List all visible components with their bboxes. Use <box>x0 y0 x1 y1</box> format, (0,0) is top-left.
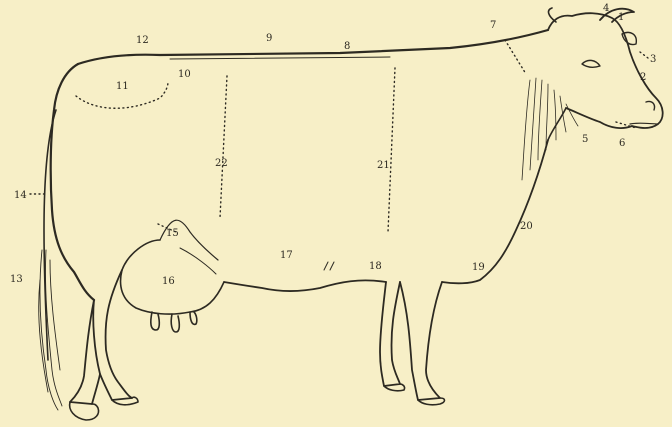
guide-21 <box>388 68 395 232</box>
label-11: 11 <box>116 81 129 92</box>
cow-outline <box>39 8 663 420</box>
label-16: 16 <box>162 276 175 287</box>
jaw-line <box>548 108 566 140</box>
label-12: 12 <box>136 35 149 46</box>
teats <box>151 312 197 332</box>
region-guides <box>30 40 648 232</box>
front-leg-near <box>400 282 442 400</box>
guide-3 <box>640 52 648 58</box>
label-21: 21 <box>377 160 390 171</box>
chest-front <box>442 140 548 283</box>
label-6: 6 <box>619 138 625 149</box>
rump <box>51 64 94 300</box>
part-labels: 4 1 3 2 5 6 7 8 9 10 11 12 13 14 15 16 1… <box>10 3 656 287</box>
guide-22 <box>220 76 227 218</box>
label-9: 9 <box>266 33 272 44</box>
hind-hoof-far <box>70 402 99 420</box>
label-18: 18 <box>369 261 382 272</box>
label-20: 20 <box>520 221 533 232</box>
mouth <box>630 123 658 124</box>
label-2: 2 <box>640 72 646 83</box>
label-14: 14 <box>14 190 27 201</box>
label-15: 15 <box>166 228 179 239</box>
eye <box>582 60 600 67</box>
label-19: 19 <box>472 262 485 273</box>
guide-7 <box>505 40 526 74</box>
nostril <box>646 101 655 110</box>
label-22: 22 <box>215 158 228 169</box>
milk-well <box>160 220 218 260</box>
label-5: 5 <box>582 134 588 145</box>
label-10: 10 <box>178 69 191 80</box>
label-13: 13 <box>10 274 23 285</box>
tail-switch <box>39 250 62 410</box>
belly-line <box>224 280 386 291</box>
belly-wrinkle <box>324 262 334 270</box>
label-8: 8 <box>344 41 350 52</box>
flank-fold <box>180 248 216 274</box>
neck-wrinkles <box>522 78 578 180</box>
label-4: 4 <box>603 3 609 14</box>
front-leg-far <box>380 282 400 386</box>
topline-shadow <box>170 57 390 59</box>
label-17: 17 <box>280 250 293 261</box>
label-3: 3 <box>650 54 656 65</box>
label-7: 7 <box>490 20 496 31</box>
label-1: 1 <box>618 12 624 23</box>
